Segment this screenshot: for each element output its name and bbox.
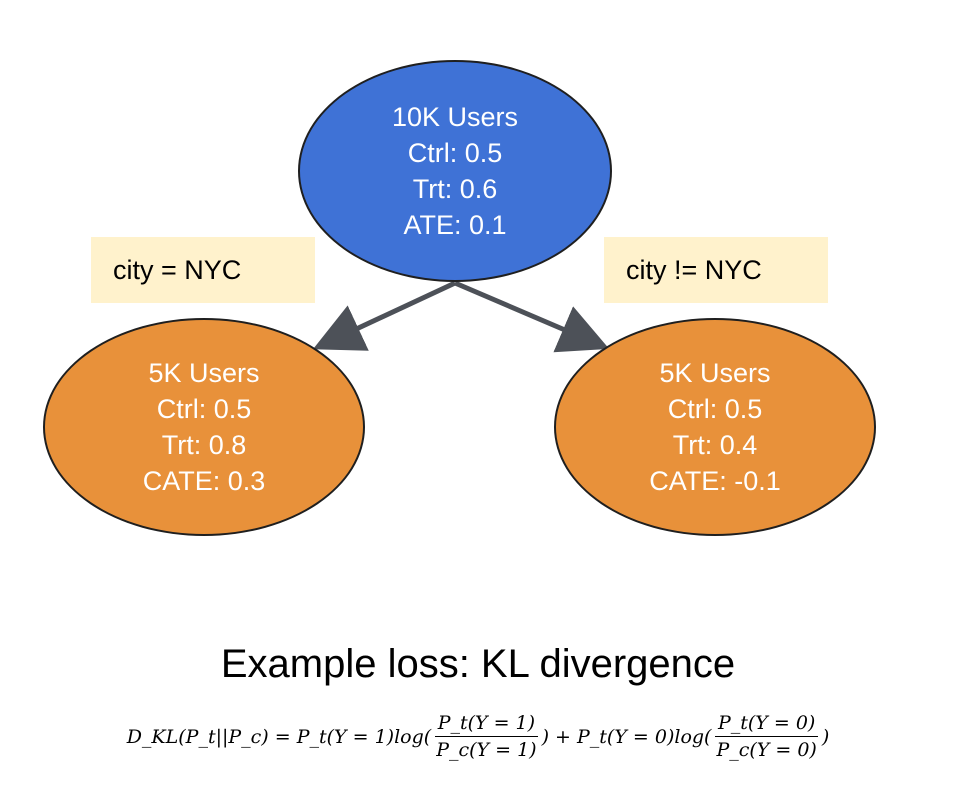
- formula-mid: ) + P_t(Y = 0)log(: [541, 725, 712, 748]
- formula-lhs: D_KL(P_t||P_c) = P_t(Y = 1)log(: [126, 725, 432, 748]
- formula-fraction-1: P_t(Y = 1) P_c(Y = 1): [433, 712, 539, 761]
- edge-label-right: city != NYC: [604, 237, 828, 303]
- root-node-ctrl: Ctrl: 0.5: [407, 138, 503, 168]
- left-node-ctrl: Ctrl: 0.5: [156, 394, 252, 424]
- edge-to-left-node: [312, 280, 457, 351]
- right-node-ctrl: Ctrl: 0.5: [667, 394, 763, 424]
- edge-label-left-text: city = NYC: [113, 254, 242, 285]
- formula-fraction-2-denominator: P_c(Y = 0): [716, 739, 817, 761]
- formula-fraction-2: P_t(Y = 0) P_c(Y = 0): [713, 712, 819, 761]
- edge-label-right-text: city != NYC: [626, 254, 762, 285]
- left-node-users: 5K Users: [148, 358, 260, 388]
- root-node-users: 10K Users: [391, 102, 519, 132]
- kl-divergence-formula: D_KL(P_t||P_c) = P_t(Y = 1)log( P_t(Y = …: [0, 712, 956, 761]
- formula-fraction-2-numerator: P_t(Y = 0): [714, 712, 819, 737]
- edge-label-left: city = NYC: [91, 237, 315, 303]
- left-node-cate: CATE: 0.3: [142, 466, 266, 496]
- left-child-node: 5K Users Ctrl: 0.5 Trt: 0.8 CATE: 0.3: [43, 318, 365, 536]
- right-node-cate: CATE: -0.1: [649, 466, 781, 496]
- root-node-ate: ATE: 0.1: [403, 210, 507, 240]
- right-node-users: 5K Users: [659, 358, 771, 388]
- left-node-trt: Trt: 0.8: [161, 430, 247, 460]
- right-child-node: 5K Users Ctrl: 0.5 Trt: 0.4 CATE: -0.1: [554, 318, 876, 536]
- formula-rhs: ): [821, 725, 830, 748]
- caption-title: Example loss: KL divergence: [220, 642, 736, 686]
- formula-fraction-1-denominator: P_c(Y = 1): [436, 739, 537, 761]
- formula-fraction-1-numerator: P_t(Y = 1): [434, 712, 539, 737]
- edge-to-right-node: [454, 280, 610, 353]
- root-node: 10K Users Ctrl: 0.5 Trt: 0.6 ATE: 0.1: [298, 60, 612, 282]
- right-node-trt: Trt: 0.4: [672, 430, 758, 460]
- root-node-trt: Trt: 0.6: [412, 174, 498, 204]
